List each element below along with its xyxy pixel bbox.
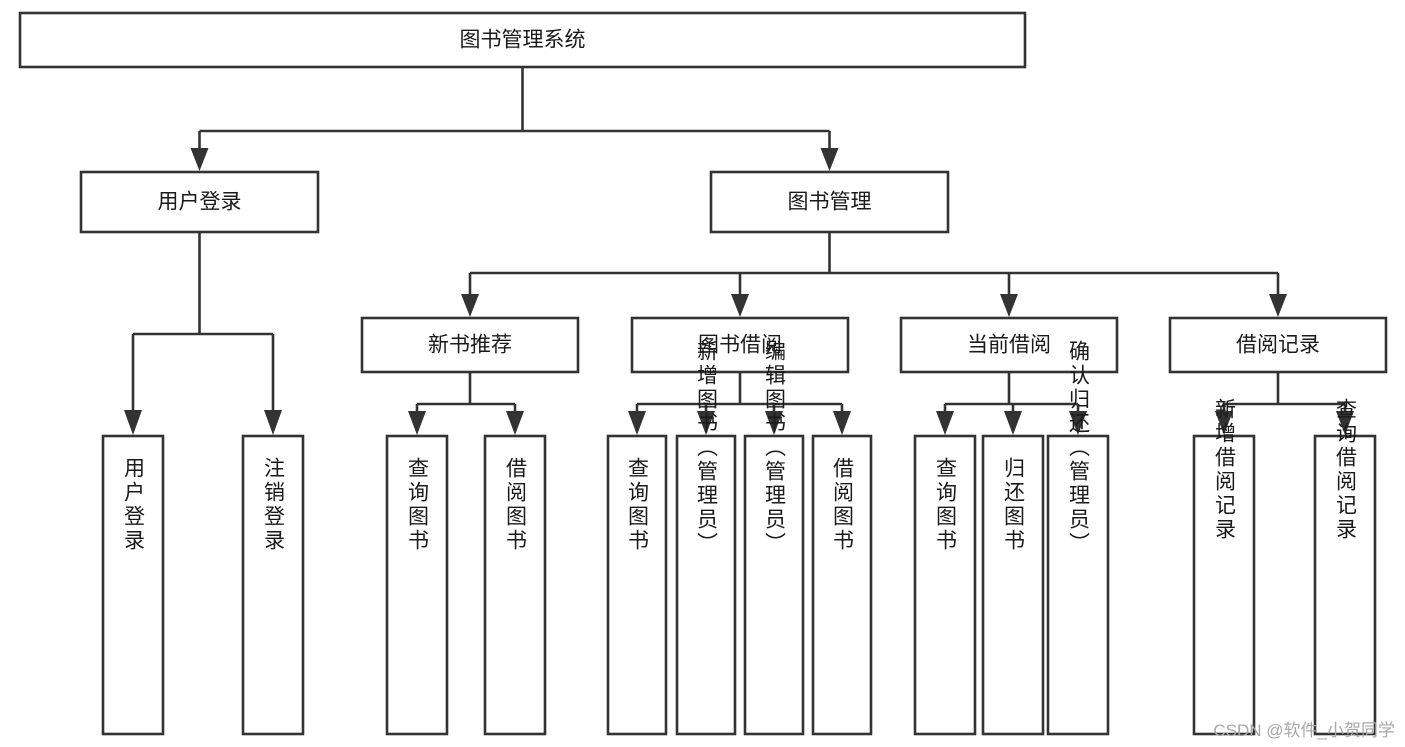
arrowhead-borrow-record-leaf-1 <box>1215 411 1233 435</box>
arrowhead-book-manage-to-current-borrow <box>1000 294 1018 317</box>
node-leaf-query-book-borrow-box[interactable] <box>606 434 668 736</box>
node-book-borrow-label: 图书借阅 <box>698 334 782 357</box>
node-leaf-borrow-book[interactable]: 借阅图书 <box>811 434 873 736</box>
node-borrow-record[interactable]: 借阅记录 <box>1168 316 1388 374</box>
node-leaf-borrow-book-recommend-label: 借阅图书 <box>504 457 528 553</box>
arrowhead-book-manage-to-borrow-record <box>1269 294 1287 317</box>
arrowhead-current-borrow-leaf-2 <box>1004 411 1022 435</box>
node-leaf-confirm-return-box[interactable] <box>1046 434 1110 736</box>
node-current-borrow-label: 当前借阅 <box>967 334 1051 357</box>
node-leaf-query-borrow-record-label: 查询借阅记录 <box>1334 398 1358 542</box>
node-leaf-add-book[interactable]: 新增图书（管理员） <box>675 340 737 736</box>
arrowhead-user-login-leaf-2 <box>264 410 282 435</box>
arrowhead-new-book-leaf-2 <box>506 411 524 435</box>
arrowhead-book-borrow-leaf-1 <box>628 411 646 435</box>
node-book-manage-label: 图书管理 <box>788 191 872 214</box>
arrowhead-borrow-record-leaf-2 <box>1336 411 1354 435</box>
node-leaf-user-login[interactable]: 用户登录 <box>101 434 165 736</box>
node-leaf-query-book-recommend-label: 查询图书 <box>406 457 430 553</box>
node-leaf-add-book-box[interactable] <box>675 434 737 736</box>
node-book-borrow-box[interactable] <box>630 316 850 374</box>
node-book-borrow[interactable]: 图书借阅 <box>630 316 850 374</box>
node-leaf-confirm-return-label: 确认归还（管理员） <box>1067 340 1091 556</box>
node-leaf-return-book-label: 归还图书 <box>1002 457 1026 553</box>
node-leaf-query-book-recommend-box[interactable] <box>385 434 449 736</box>
node-leaf-borrow-book-label: 借阅图书 <box>831 457 855 553</box>
node-leaf-return-book[interactable]: 归还图书 <box>981 434 1045 736</box>
arrowhead-current-borrow-leaf-3 <box>1069 411 1087 435</box>
arrowhead-book-borrow-leaf-2 <box>697 411 715 435</box>
node-leaf-add-book-label: 新增图书（管理员） <box>695 340 719 556</box>
node-user-login[interactable]: 用户登录 <box>79 170 320 234</box>
node-leaf-logout[interactable]: 注销登录 <box>241 434 305 736</box>
node-leaf-user-login-label: 用户登录 <box>122 457 146 553</box>
node-new-book-recommend-box[interactable] <box>360 316 580 374</box>
node-user-login-label: 用户登录 <box>158 191 242 214</box>
node-new-book-recommend-label: 新书推荐 <box>428 334 512 357</box>
node-book-manage[interactable]: 图书管理 <box>709 170 950 234</box>
connector-layer <box>124 67 1354 435</box>
node-leaf-user-login-box[interactable] <box>101 434 165 736</box>
node-borrow-record-label: 借阅记录 <box>1236 334 1320 357</box>
node-new-book-recommend[interactable]: 新书推荐 <box>360 316 580 374</box>
node-leaf-query-book-current-box[interactable] <box>913 434 977 736</box>
node-leaf-query-book-borrow[interactable]: 查询图书 <box>606 434 668 736</box>
arrowhead-book-manage-to-book-borrow <box>731 294 749 317</box>
node-leaf-query-book-recommend[interactable]: 查询图书 <box>385 434 449 736</box>
arrowhead-root-to-user-login <box>190 148 209 171</box>
node-current-borrow-box[interactable] <box>899 316 1119 374</box>
node-root-label: 图书管理系统 <box>460 29 586 52</box>
node-leaf-logout-box[interactable] <box>241 434 305 736</box>
node-leaf-borrow-book-recommend-box[interactable] <box>483 434 547 736</box>
node-leaf-return-book-box[interactable] <box>981 434 1045 736</box>
node-leaf-edit-book[interactable]: 编辑图书（管理员） <box>743 340 805 736</box>
arrowhead-book-borrow-leaf-4 <box>833 411 851 435</box>
arrowhead-book-manage-to-new-book <box>461 294 479 317</box>
node-leaf-logout-label: 注销登录 <box>262 457 286 553</box>
node-root[interactable]: 图书管理系统 <box>18 11 1027 69</box>
node-user-login-box[interactable] <box>79 170 320 234</box>
node-leaf-confirm-return[interactable]: 确认归还（管理员） <box>1046 340 1110 736</box>
node-leaf-query-borrow-record[interactable]: 查询借阅记录 <box>1313 398 1377 736</box>
arrowhead-user-login-leaf-1 <box>124 410 142 435</box>
node-current-borrow[interactable]: 当前借阅 <box>899 316 1119 374</box>
arrowhead-book-borrow-leaf-3 <box>765 411 783 435</box>
node-leaf-query-book-current[interactable]: 查询图书 <box>913 434 977 736</box>
node-leaf-add-borrow-record-box[interactable] <box>1192 434 1256 736</box>
node-leaf-borrow-book-box[interactable] <box>811 434 873 736</box>
node-leaf-query-book-borrow-label: 查询图书 <box>626 457 650 553</box>
node-leaf-edit-book-label: 编辑图书（管理员） <box>763 340 787 556</box>
node-leaf-add-borrow-record[interactable]: 新增借阅记录 <box>1192 398 1256 736</box>
arrowhead-current-borrow-leaf-1 <box>936 411 954 435</box>
node-leaf-query-book-current-label: 查询图书 <box>934 457 958 553</box>
node-leaf-edit-book-box[interactable] <box>743 434 805 736</box>
node-root-box[interactable] <box>18 11 1027 69</box>
arrowhead-new-book-leaf-1 <box>408 411 426 435</box>
node-leaf-query-borrow-record-box[interactable] <box>1313 434 1377 736</box>
node-leaf-borrow-book-recommend[interactable]: 借阅图书 <box>483 434 547 736</box>
arrowhead-root-to-book-manage <box>820 148 839 171</box>
node-borrow-record-box[interactable] <box>1168 316 1388 374</box>
node-book-manage-box[interactable] <box>709 170 950 234</box>
csdn-watermark: CSDN @软件_小贺同学 <box>1213 721 1395 740</box>
node-leaf-add-borrow-record-label: 新增借阅记录 <box>1213 398 1237 542</box>
